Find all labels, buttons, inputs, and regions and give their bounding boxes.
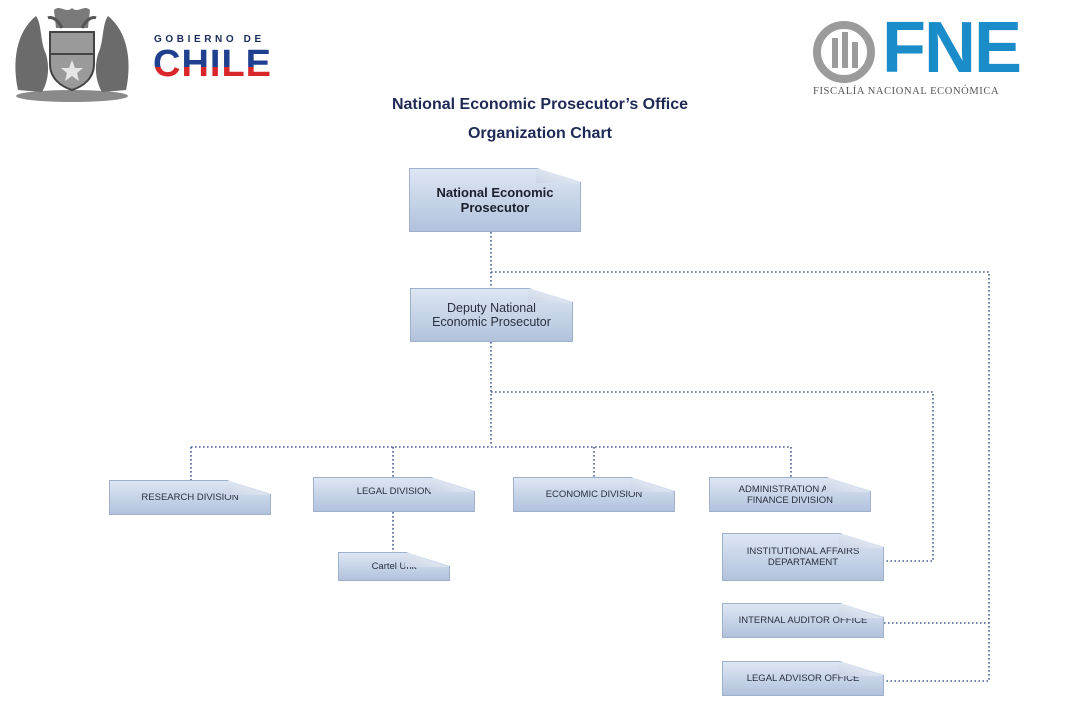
node-institutional-affairs-department: INSTITUTIONAL AFFAIRS DEPARTAMENT (722, 533, 884, 581)
gobierno-de-text: GOBIERNO DE (154, 34, 265, 45)
fne-text: FNE (882, 8, 1022, 88)
fne-logo: FNE FISCALÍA NACIONAL ECONÓMICA (810, 12, 1022, 100)
node-national-economic-prosecutor: National Economic Prosecutor (409, 168, 581, 232)
node-cartel-unit: Cartel Unit (338, 552, 450, 581)
node-deputy-prosecutor: Deputy National Economic Prosecutor (410, 288, 573, 342)
fne-emblem-icon (813, 21, 875, 83)
node-internal-auditor-office: INTERNAL AUDITOR OFFICE (722, 603, 884, 638)
title-line-1: National Economic Prosecutor’s Office (391, 96, 689, 113)
coat-of-arms-logo (2, 2, 142, 104)
gobierno-de-chile-logo: GOBIERNO DE CHILE (153, 34, 271, 86)
title-line-2: Organization Chart (467, 125, 612, 142)
page-title: National Economic Prosecutor’s Office Or… (270, 90, 810, 148)
node-research-division: RESEARCH DIVISION (109, 480, 271, 515)
node-legal-division: LEGAL DIVISION (313, 477, 475, 512)
chile-text: CHILE (153, 43, 272, 85)
fne-subtitle: FISCALÍA NACIONAL ECONÓMICA (813, 86, 1000, 97)
node-legal-advisor-office: LEGAL ADVISOR OFFICE (722, 661, 884, 696)
node-administration-finance-division: ADMINISTRATION AND FINANCE DIVISION (709, 477, 871, 512)
node-economic-division: ECONOMIC DIVISION (513, 477, 675, 512)
